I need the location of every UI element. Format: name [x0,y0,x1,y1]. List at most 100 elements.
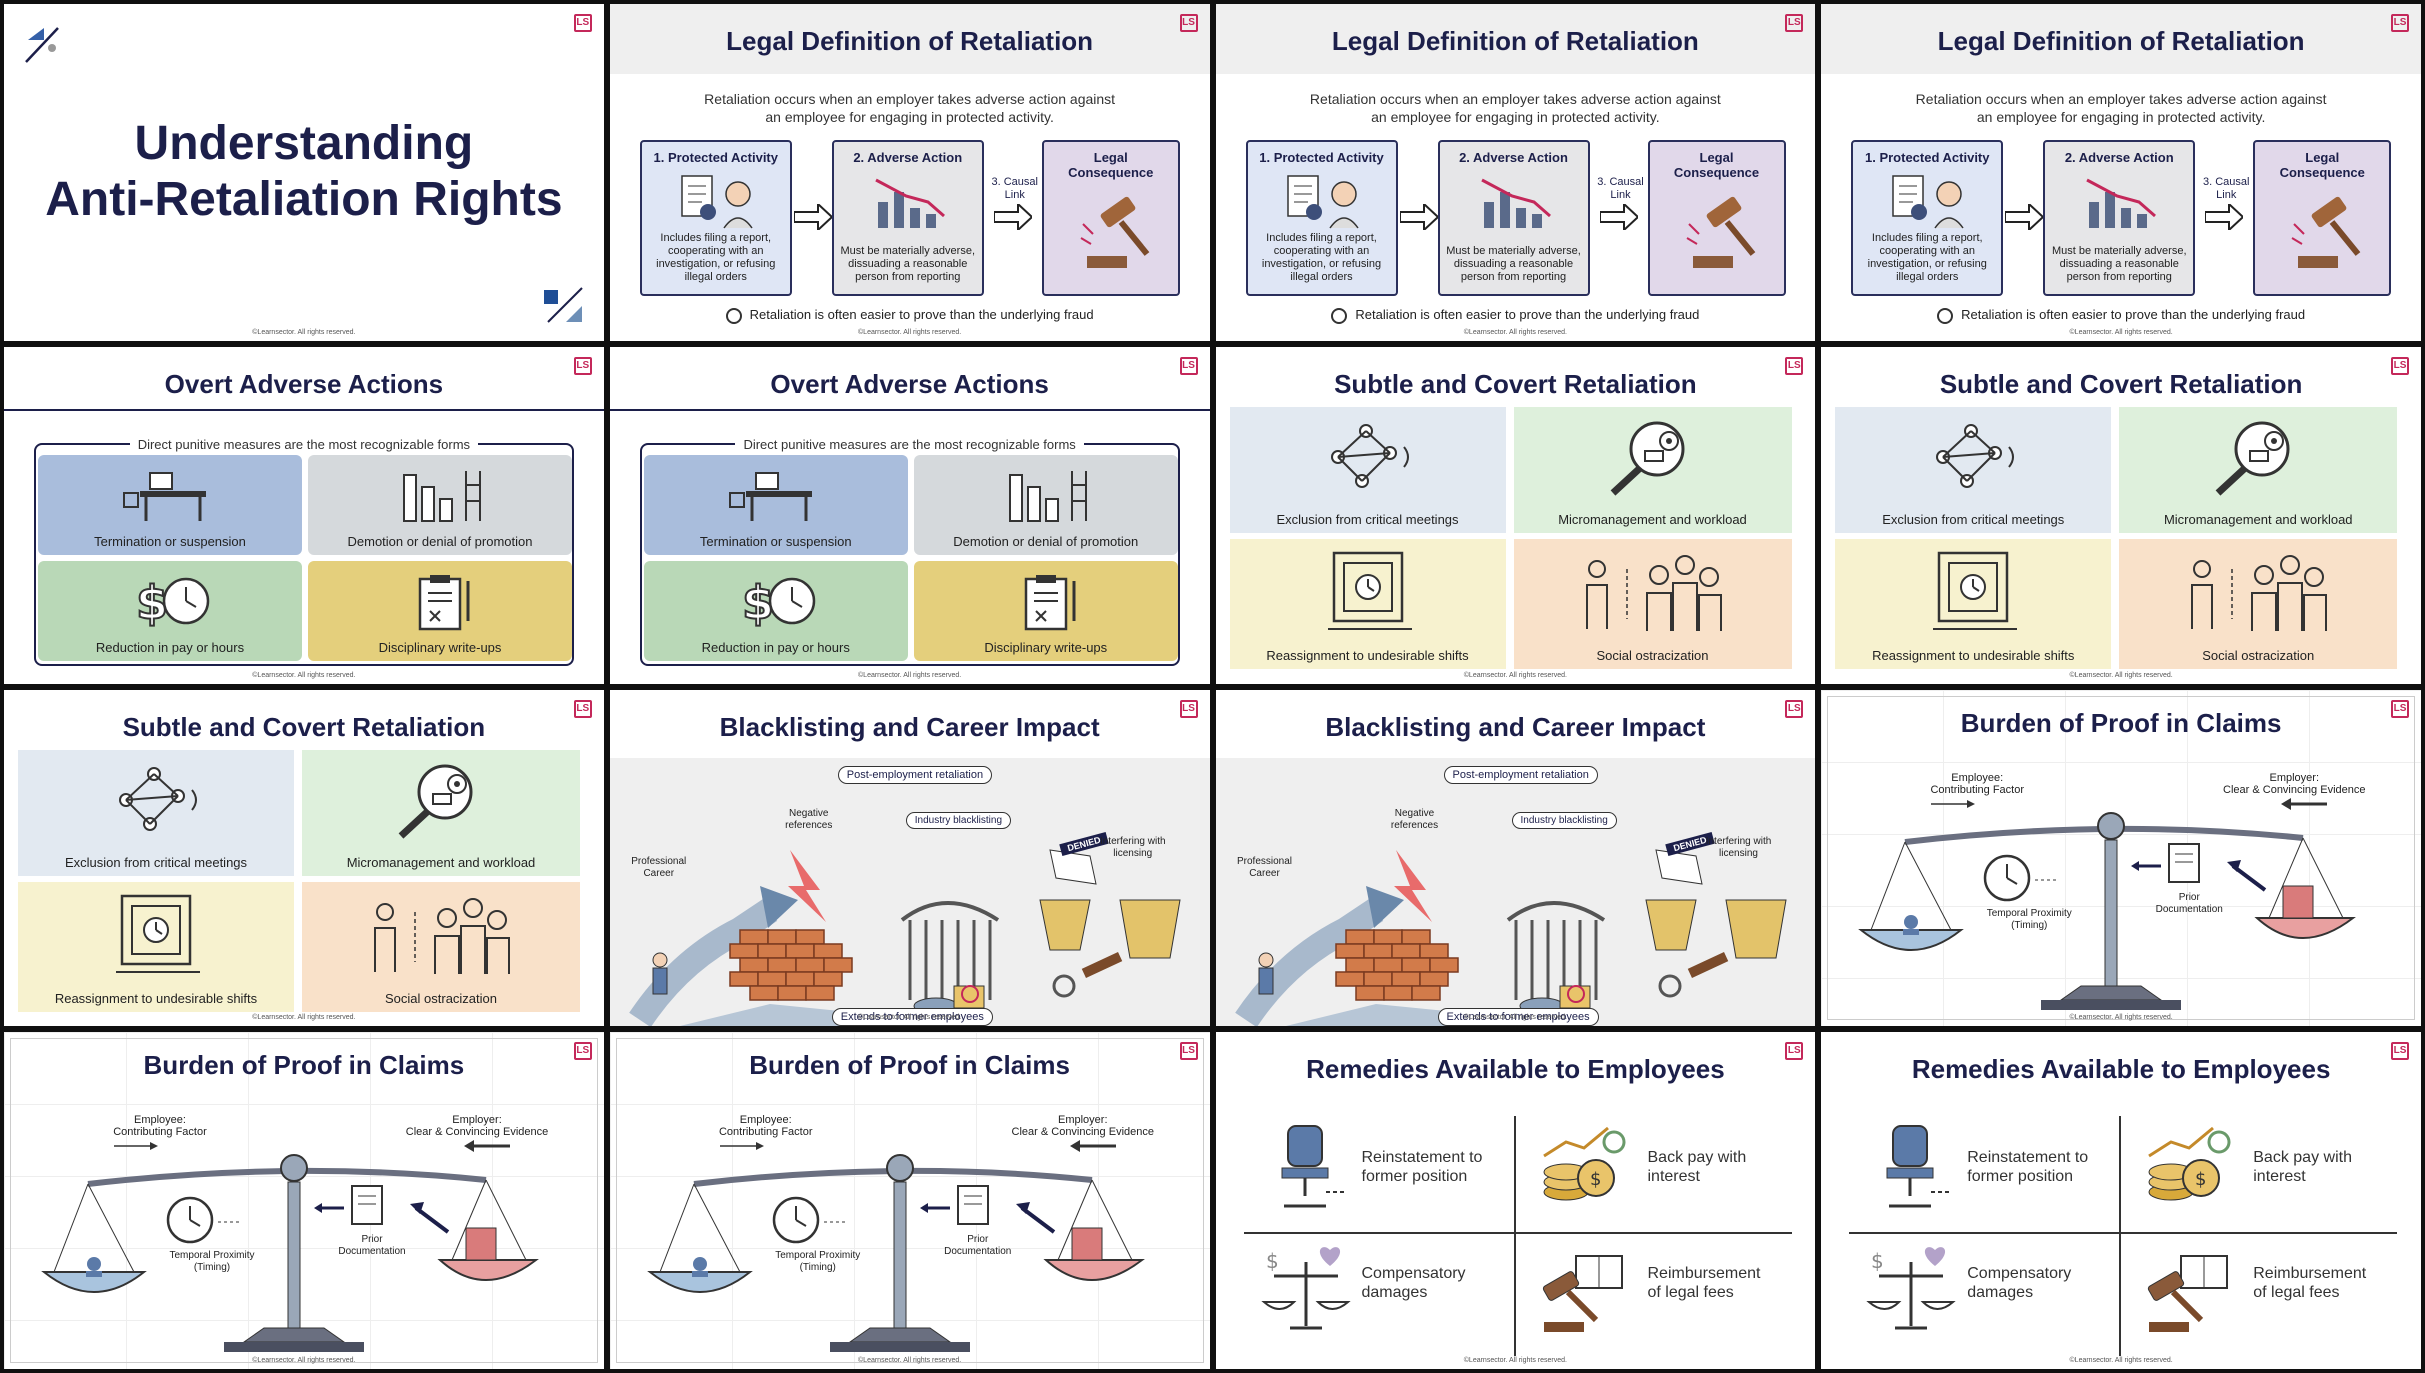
remedy-line: former position [1361,1168,1468,1186]
definition-line2: an employee for engaging in protected ac… [1976,109,2266,125]
slide-title: Subtle and Covert Retaliation [122,711,486,742]
card-ostracization: Social ostracization [302,881,580,1012]
gavel-book-icon [1542,1255,1623,1333]
cover-title: Understanding Anti-Retaliation Rights [4,116,604,228]
quadrant-label: Disciplinary write-ups [378,639,502,655]
career-label: Professional Career [631,855,687,879]
box-title: 2. Adverse Action [853,150,963,165]
brand-logo-icon: LS [2391,699,2409,718]
licensing-label: Interfering with licensing [1099,835,1166,859]
copyright: ©Learnsector. All rights reserved. [858,1357,962,1364]
employee-standard: Contributing Factor [1930,783,2025,796]
scales-heart-icon: $ [1866,1247,1956,1330]
quadrant-label: Termination or suspension [94,533,246,549]
slide-title: Legal Definition of Retaliation [609,4,1210,74]
slide-subtle-retaliation[interactable]: Subtle and Covert Retaliation LS Exclusi… [1821,346,2421,684]
box-title: 1. Protected Activity [1864,150,1990,165]
industry-blacklisting-label: Industry blacklisting [905,811,1012,829]
employee-title: Employee: [1951,771,2004,784]
copyright: ©Learnsector. All rights reserved. [1463,671,1567,679]
divider-vertical [1513,1116,1516,1357]
card-exclusion: Exclusion from critical meetings [1835,406,2112,533]
slide-blacklisting[interactable]: Blacklisting and Career Impact LS Post-e… [609,689,1210,1027]
card-label: Micromanagement and workload [1558,511,1747,527]
slide-legal-definition[interactable]: Legal Definition of Retaliation LS Retal… [1821,4,2421,341]
slide-burden-of-proof[interactable]: Burden of Proof in Claims LS Employee:Co… [609,1032,1210,1369]
box-title: Legal Consequence [1673,150,1760,180]
slide-subtle-retaliation[interactable]: Subtle and Covert Retaliation LS Exclusi… [1215,346,1816,684]
footnote-text: Retaliation is often easier to prove tha… [749,307,1094,322]
slide-burden-of-proof[interactable]: Burden of Proof in Claims LS Employee:Co… [1821,689,2421,1027]
maze-clock-icon [1327,551,1412,630]
slide-overt-adverse-actions[interactable]: Overt Adverse Actions LS Direct punitive… [609,346,1210,684]
card-label: Reassignment to undesirable shifts [1872,647,2075,663]
slide-overt-adverse-actions[interactable]: Overt Adverse Actions LS Direct punitive… [4,346,604,684]
slide-remedies[interactable]: Remedies Available to Employees LS Reins… [1821,1032,2421,1369]
prior-text: Prior [2178,891,2200,903]
scales-icon [1858,797,2357,1010]
card-label: Social ostracization [385,990,497,1006]
actions-frame: Direct punitive measures are the most re… [34,436,574,666]
coins-growth-icon: $ [1542,1127,1625,1201]
cover-title-line1: Understanding [134,117,474,170]
card-ostracization: Social ostracization [2119,538,2398,669]
copyright: ©Learnsector. All rights reserved. [252,1014,356,1022]
quadrant-demotion: Demotion or denial of promotion [913,454,1178,555]
slide-blacklisting[interactable]: Blacklisting and Career Impact LS Post-e… [1215,689,1816,1027]
grid-background [1821,689,2421,1027]
copyright: ©Learnsector. All rights reserved. [858,671,962,679]
extends-label: Extends to former employees [1437,1007,1599,1026]
quadrant-writeups: Disciplinary write-ups [913,560,1178,661]
slide-subtle-retaliation[interactable]: Subtle and Covert Retaliation LS Exclusi… [4,689,604,1027]
clipboard-icon [418,574,470,630]
temporal-text: Temporal Proximity [775,1250,861,1262]
box-description: Includes filing a report, cooperating wi… [1867,232,1987,283]
quadrant-label: Demotion or denial of promotion [347,533,533,549]
footnote: Retaliation is often easier to prove tha… [610,307,1210,324]
protected-activity-box: 1. Protected Activity Includes filing a … [639,140,792,296]
definition-text: Retaliation occurs when an employer take… [1861,90,2381,126]
slide-remedies[interactable]: Remedies Available to Employees LS Reins… [1215,1032,1816,1369]
slide-cover[interactable]: LS Understanding Anti-Retaliation Rights… [4,4,604,341]
slide-legal-definition[interactable]: Legal Definition of Retaliation LS Retal… [609,4,1210,341]
network-icon [1330,423,1409,488]
box-title: 2. Adverse Action [2064,150,2174,165]
quadrant-label: Demotion or denial of promotion [953,533,1139,549]
definition-line2: an employee for engaging in protected ac… [765,109,1054,125]
industry-blacklisting-label: Industry blacklisting [1511,811,1617,829]
copyright: ©Learnsector. All rights reserved. [1463,1357,1567,1364]
card-label: Micromanagement and workload [2163,511,2353,527]
remedy-line: interest [1647,1168,1700,1186]
copyright: ©Learnsector. All rights reserved. [858,1014,962,1022]
slide-legal-definition[interactable]: Legal Definition of Retaliation LS Retal… [1215,4,1816,341]
timing-text: (Timing) [799,1262,836,1274]
empty-desk-icon [123,471,206,521]
remedy-line: Reimbursement [1647,1265,1761,1283]
magnifier-icon [1331,307,1348,324]
slide-frame [615,1038,1204,1363]
temporal-text: Temporal Proximity [1986,907,2072,919]
quadrant-label: Termination or suspension [699,533,852,549]
remedy-line: Compensatory [1967,1265,2072,1283]
quadrant-reduction: $ Reduction in pay or hours [38,560,302,661]
card-label: Exclusion from critical meetings [64,854,248,870]
document-person-icon [1286,175,1359,229]
scales-heart-icon: $ [1260,1247,1351,1330]
definition-line1: Retaliation occurs when an employer take… [1915,91,2327,107]
adverse-action-box: 2. Adverse Action Must be materially adv… [2043,140,2196,296]
box-title: Legal Consequence [2279,150,2365,180]
slide-burden-of-proof[interactable]: Burden of Proof in Claims LS Employee:Co… [4,1032,604,1369]
career-path-wall-icon [628,848,1181,1027]
slide-title: Subtle and Covert Retaliation [1334,368,1697,399]
brand-logo-icon: LS [1785,1042,1804,1061]
remedy-line: damages [1361,1284,1428,1302]
dollar-clock-icon: $ [135,575,210,631]
cover-title-line2: Anti-Retaliation Rights [45,173,563,226]
footnote-text: Retaliation is often easier to prove tha… [1961,307,2306,322]
